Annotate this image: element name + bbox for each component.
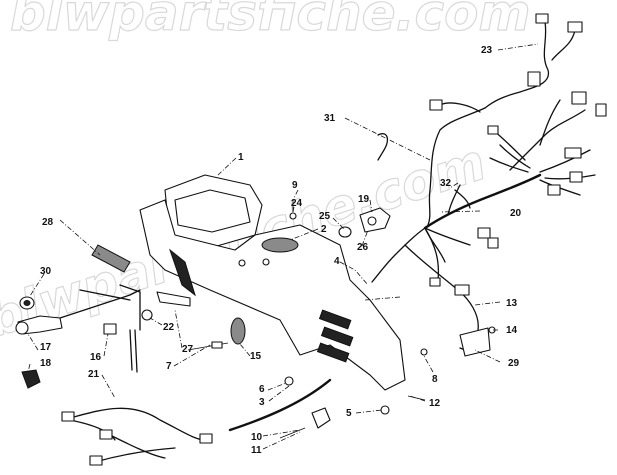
bolt-head xyxy=(284,376,294,386)
panel-vent xyxy=(320,326,354,347)
washer xyxy=(141,309,153,321)
callout-17: 17 xyxy=(40,342,52,353)
cable-bracket xyxy=(311,407,331,429)
harness-connector xyxy=(571,91,587,105)
harness-connector xyxy=(569,171,583,183)
panel-vent xyxy=(316,342,350,363)
callout-15: 15 xyxy=(250,351,262,362)
watermark-text-top: blwpartsfiche.com xyxy=(10,0,531,42)
callout-6: 6 xyxy=(259,384,265,395)
callout-19: 19 xyxy=(358,194,370,205)
toggle-switch-knob xyxy=(367,216,377,226)
callout-7: 7 xyxy=(166,361,172,372)
callout-16: 16 xyxy=(90,352,102,363)
callout-3: 3 xyxy=(259,397,265,408)
callout-22: 22 xyxy=(163,322,175,333)
callout-1: 1 xyxy=(238,152,244,163)
console-panel xyxy=(139,199,406,391)
ignition-switch-body xyxy=(15,321,29,335)
indicator-lens xyxy=(230,317,246,345)
callout-31: 31 xyxy=(324,113,336,124)
callout-11: 11 xyxy=(251,445,262,456)
harness-connector xyxy=(567,21,583,33)
callout-20: 20 xyxy=(510,208,522,219)
leader-lines xyxy=(27,43,539,450)
callout-21: 21 xyxy=(88,369,100,380)
callout-32: 32 xyxy=(440,178,452,189)
harness-connector xyxy=(89,455,103,466)
harness-connector xyxy=(199,433,213,444)
callout-2: 2 xyxy=(321,224,327,235)
callout-4: 4 xyxy=(334,256,340,267)
nut xyxy=(420,348,428,356)
callout-29: 29 xyxy=(508,358,520,369)
callout-23: 23 xyxy=(481,45,493,56)
harness-connector xyxy=(429,277,441,287)
harness-connector xyxy=(527,71,541,87)
clip xyxy=(103,323,117,335)
callout-10: 10 xyxy=(251,432,263,443)
panel-hole xyxy=(262,258,270,266)
callout-13: 13 xyxy=(506,298,518,309)
harness-connector xyxy=(535,13,549,24)
screw xyxy=(289,212,297,220)
decal-plate xyxy=(91,244,131,273)
panel-support xyxy=(168,248,196,297)
callout-18: 18 xyxy=(40,358,52,369)
harness-connector xyxy=(487,125,499,135)
callout-26: 26 xyxy=(357,242,369,253)
gauge-opening xyxy=(261,237,299,253)
callout-27: 27 xyxy=(182,344,194,355)
callout-28: 28 xyxy=(42,217,54,228)
callout-5: 5 xyxy=(346,408,352,419)
harness-connector xyxy=(595,103,607,117)
wiring-harness[interactable] xyxy=(371,13,607,350)
harness-connector xyxy=(487,237,499,249)
callout-14: 14 xyxy=(506,325,518,336)
washer xyxy=(380,405,390,415)
bracket xyxy=(156,291,191,307)
harness-connector xyxy=(61,411,75,422)
nut xyxy=(338,226,352,238)
panel-hole xyxy=(238,259,246,267)
callout-12: 12 xyxy=(429,398,441,409)
console-panel-assembly[interactable] xyxy=(139,174,406,391)
harness-connector xyxy=(477,227,491,239)
harness-connector xyxy=(429,99,443,111)
harness-connector xyxy=(99,429,113,440)
ignition-key xyxy=(21,369,41,389)
shroud-opening xyxy=(174,189,251,233)
callout-labels: 1 2 3 4 5 6 7 8 9 10 11 12 13 14 15 16 1… xyxy=(40,45,522,456)
callout-24: 24 xyxy=(291,198,303,209)
small-parts xyxy=(15,133,496,466)
grommet-hole xyxy=(23,300,31,306)
callout-25: 25 xyxy=(319,211,331,222)
harness-connector xyxy=(547,184,561,196)
callout-30: 30 xyxy=(40,266,52,277)
callout-8: 8 xyxy=(432,374,438,385)
harness-connector xyxy=(454,284,470,296)
voltage-regulator xyxy=(459,327,491,357)
callout-9: 9 xyxy=(292,180,298,191)
bulb xyxy=(211,341,223,349)
harness-connector xyxy=(564,147,582,159)
panel-vent xyxy=(318,309,352,330)
